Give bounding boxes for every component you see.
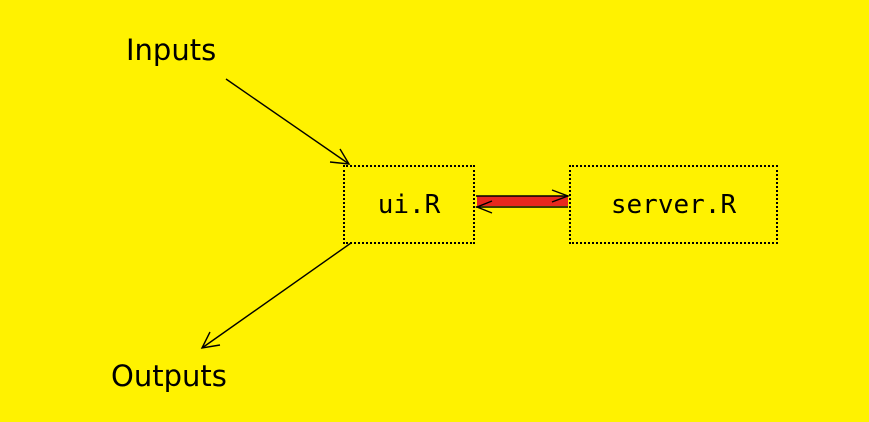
outputs-label: Outputs [111,359,227,393]
server-r-label: server.R [610,189,737,220]
ui-r-box: ui.R [343,165,475,244]
server-r-box: server.R [569,165,778,244]
inputs-label: Inputs [126,33,217,67]
edge-inputs-to-ui [225,78,351,165]
edge-ui-server-bidirectional [475,189,570,214]
edge-ui-to-outputs [200,242,352,349]
ui-r-label: ui.R [377,189,441,220]
